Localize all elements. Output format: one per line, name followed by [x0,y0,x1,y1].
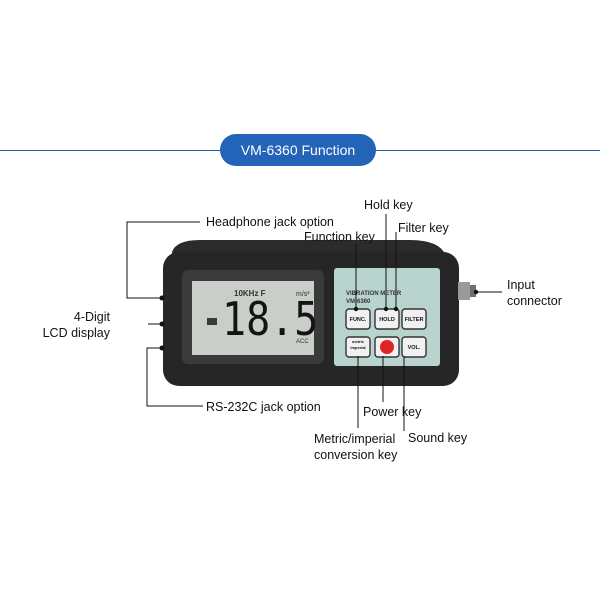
callout-metric-1: Metric/imperial [314,432,396,446]
vol-key [401,336,427,358]
callout-rs232c: RS-232C jack option [206,400,321,414]
callout-4digit-2: LCD display [42,326,110,340]
func-key-label[interactable]: FUNC. [349,317,367,323]
lcd-mode: ACC [296,339,309,345]
input-connector-icon [458,282,470,300]
filter-key-label[interactable]: FILTER [404,317,424,323]
callout-sound-key: Sound key [408,431,468,445]
diagram-title: VM-6360 Function [220,134,376,166]
metric-key-label[interactable]: metric imperial [350,339,366,350]
callout-input-connector-2: connector [507,294,562,308]
hold-key-label[interactable]: HOLD [379,317,395,323]
panel-title-2: VM-6360 [346,299,371,305]
lcd-indicator-block [207,318,217,325]
callout-function-key: Function key [304,230,375,244]
callout-hold-key: Hold key [364,198,413,212]
vol-key-label[interactable]: VOL. [407,345,421,351]
callout-input-connector-1: Input [507,278,535,292]
callout-power-key: Power key [363,405,422,419]
callout-metric-2: conversion key [314,448,398,462]
lcd-reading: 18.5 [222,293,319,347]
lcd-unit: m/s² [296,291,310,298]
panel-title-1: VIBRATION METER [346,291,402,297]
callout-filter-key: Filter key [398,221,449,235]
filter-key [401,308,427,330]
lcd-top-text: 10KHz F [234,289,266,298]
callout-4digit-1: 4-Digit [73,310,110,324]
callout-headphone-jack: Headphone jack option [206,215,334,229]
